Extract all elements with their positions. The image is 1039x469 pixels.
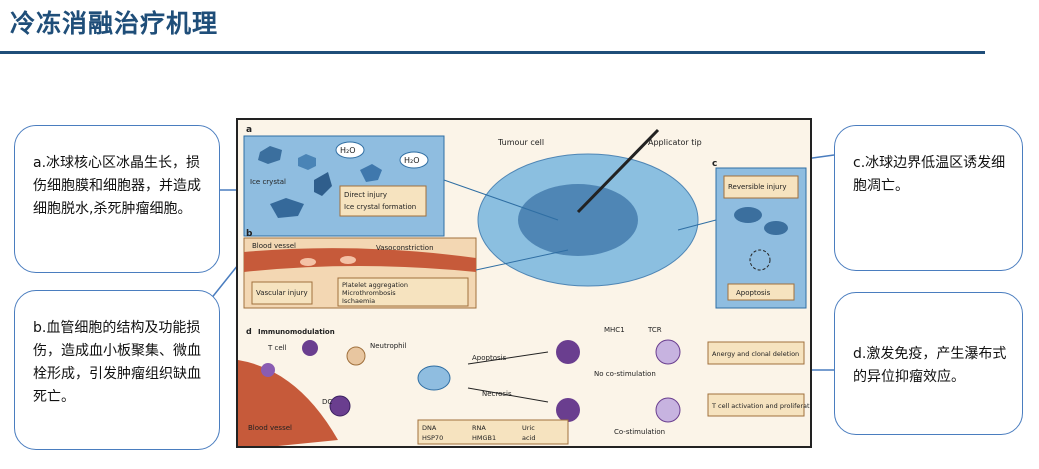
callout-c: c.冰球边界低温区诱发细胞凋亡。 xyxy=(834,125,1023,271)
t-cell-shape-2 xyxy=(261,363,275,377)
panel-c-label: c xyxy=(712,159,717,169)
panel-b-bullet-1: Platelet aggregation xyxy=(342,281,408,289)
reversible-injury-label: Reversible injury xyxy=(728,183,786,191)
apoptosis-arrow xyxy=(467,351,549,365)
molecule-rna: RNA xyxy=(472,424,486,432)
h2o-label-2: H₂O xyxy=(404,156,420,165)
mhc1-label: MHC1 xyxy=(604,326,625,334)
ice-cell-3 xyxy=(270,198,304,218)
neutrophil-label: Neutrophil xyxy=(370,342,407,350)
vasoconstriction-label: Vasoconstriction xyxy=(376,244,434,252)
anergy-box xyxy=(707,341,805,365)
rbc-1 xyxy=(300,258,316,266)
h2o-label-1: H₂O xyxy=(340,146,356,155)
h2o-bubble-1 xyxy=(335,141,365,159)
reversible-injury-box xyxy=(723,175,799,199)
molecule-dna: DNA xyxy=(422,424,437,432)
molecule-hmgb1: HMGB1 xyxy=(472,434,496,442)
molecules-box xyxy=(417,419,569,445)
anergy-label: Anergy and clonal deletion xyxy=(712,350,799,358)
panel-a-bullet-1: Direct injury xyxy=(344,191,387,199)
t-cell-shape xyxy=(302,340,318,356)
vascular-injury-label: Vascular injury xyxy=(256,289,308,297)
panel-a-label: a xyxy=(246,125,252,135)
pointer-a xyxy=(443,179,559,221)
callout-d-text: d.激发免疫，产生瀑布式的异位抑瘤效应。 xyxy=(853,346,1007,385)
blood-vessel-label: Blood vessel xyxy=(252,242,296,250)
pointer-c xyxy=(677,219,717,231)
callout-a: a.冰球核心区冰晶生长，损伤细胞膜和细胞器，并造成细胞脱水,杀死肿瘤细胞。 xyxy=(14,125,220,273)
pointer-b xyxy=(475,249,569,271)
applicator-shaft xyxy=(576,128,660,214)
ice-ball-core xyxy=(518,184,638,256)
figure-svg: a H₂O H₂O Ice crystal Direct injury Ice … xyxy=(238,125,812,446)
costim-label: Co-stimulation xyxy=(614,428,665,436)
t-cell-label: T cell xyxy=(267,344,287,352)
tumour-cells-small xyxy=(417,365,451,391)
panel-c-cell-2 xyxy=(764,221,788,235)
cryoablation-figure: a H₂O H₂O Ice crystal Direct injury Ice … xyxy=(236,118,812,448)
activation-label: T cell activation and proliferation xyxy=(711,402,812,410)
ice-crystal-shape xyxy=(314,172,332,196)
apoptotic-body xyxy=(749,249,771,271)
applicator-tip-label: Applicator tip xyxy=(648,138,702,147)
dc-shape xyxy=(329,395,351,417)
h2o-bubble-2 xyxy=(399,151,429,169)
ice-crystal-label: Ice crystal xyxy=(250,178,286,186)
t-cell-target-1 xyxy=(655,339,681,365)
tumour-cell-label: Tumour cell xyxy=(497,138,544,147)
panel-d-label: d xyxy=(246,327,252,336)
molecule-uric: Uric xyxy=(522,424,535,432)
apc-cell-1 xyxy=(556,340,580,364)
panel-d-blood-vessel-label: Blood vessel xyxy=(248,424,292,432)
panel-c-cell-1 xyxy=(734,207,762,223)
molecule-hsp70: HSP70 xyxy=(422,434,443,442)
apc-cell-2 xyxy=(556,398,580,422)
no-costim-label: No co-stimulation xyxy=(594,370,656,378)
panel-b-bullets-box xyxy=(337,277,469,307)
t-cell-target-2 xyxy=(655,397,681,423)
dc-label: DC xyxy=(322,398,332,406)
panel-d-blood-vessel xyxy=(238,360,338,446)
activation-box xyxy=(707,393,805,417)
apoptosis-label: Apoptosis xyxy=(736,289,771,297)
neutrophil-shape xyxy=(346,346,366,366)
ice-cell-1 xyxy=(258,146,282,164)
necrosis-arrow xyxy=(467,387,549,403)
ice-cell-2 xyxy=(298,154,316,170)
panel-b-bullet-3: Ischaemia xyxy=(342,297,375,305)
immunomodulation-label: Immunomodulation xyxy=(258,328,335,336)
apoptosis-box xyxy=(727,283,795,301)
callout-a-text: a.冰球核心区冰晶生长，损伤细胞膜和细胞器，并造成细胞脱水,杀死肿瘤细胞。 xyxy=(33,155,201,217)
callout-b-text: b.血管细胞的结构及功能损伤，造成血小板聚集、微血栓形成，引发肿瘤组织缺血死亡。 xyxy=(33,320,201,405)
vascular-injury-box xyxy=(251,281,313,305)
rbc-2 xyxy=(340,256,356,264)
ice-cell-4 xyxy=(360,164,382,182)
panel-a-bullet-2: Ice crystal formation xyxy=(344,203,416,211)
necrosis-arrow-label: Necrosis xyxy=(482,390,512,398)
panel-b-label: b xyxy=(246,229,253,239)
callout-c-text: c.冰球边界低温区诱发细胞凋亡。 xyxy=(853,155,1006,194)
title-underline xyxy=(0,51,985,54)
tcr-label: TCR xyxy=(647,326,662,334)
molecule-acid: acid xyxy=(522,434,536,442)
panel-a-bullets-box xyxy=(339,185,427,217)
apoptosis-arrow-label: Apoptosis xyxy=(472,354,507,362)
callout-b: b.血管细胞的结构及功能损伤，造成血小板聚集、微血栓形成，引发肿瘤组织缺血死亡。 xyxy=(14,290,220,450)
blood-vessel-shape xyxy=(244,248,476,272)
callout-d: d.激发免疫，产生瀑布式的异位抑瘤效应。 xyxy=(834,292,1023,435)
page-title: 冷冻消融治疗机理 xyxy=(10,9,219,38)
panel-b-bullet-2: Microthrombosis xyxy=(342,289,396,297)
